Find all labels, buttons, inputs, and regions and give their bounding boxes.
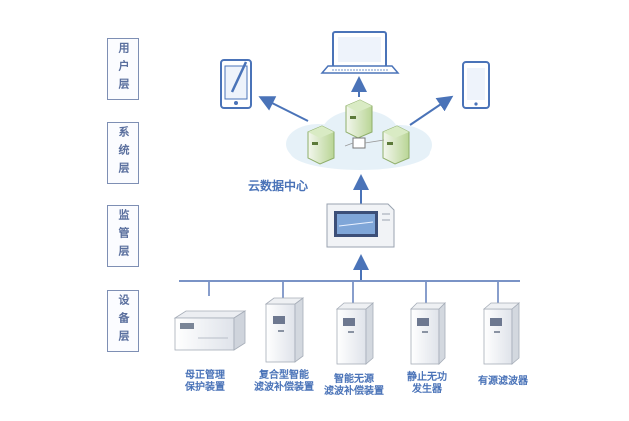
device-caption-line2: 保护装置 bbox=[185, 382, 225, 393]
active-filter-cabinet bbox=[482, 302, 521, 365]
device-caption-line2: 滤波补偿装置 bbox=[324, 386, 384, 397]
device-caption-line1: 母正管理 bbox=[185, 370, 225, 381]
server-icon bbox=[382, 125, 410, 165]
arrow-to-phone bbox=[409, 95, 454, 126]
desktop-monitor-icon bbox=[320, 31, 400, 74]
device-caption: 静止无功 发生器 bbox=[392, 372, 462, 396]
svg-generator-cabinet bbox=[410, 302, 446, 365]
device-caption: 复合型智能 滤波补偿装置 bbox=[242, 370, 326, 394]
passive-filter-cabinet bbox=[335, 302, 375, 365]
device-caption: 智能无源 滤波补偿装置 bbox=[312, 374, 396, 398]
smartphone-icon bbox=[462, 61, 490, 109]
tablet-icon bbox=[220, 59, 252, 109]
layer-label-user: 用户层 bbox=[107, 38, 139, 100]
device-caption: 母正管理 保护装置 bbox=[165, 370, 245, 394]
layer-label-system: 系统层 bbox=[107, 122, 139, 184]
server-icon bbox=[345, 99, 373, 139]
layer-label-device: 设备层 bbox=[107, 290, 139, 352]
monitoring-unit-icon bbox=[326, 203, 395, 248]
layer-label-monitor: 监管层 bbox=[107, 205, 139, 267]
server-icon bbox=[307, 125, 335, 165]
busbar-protection-device bbox=[173, 310, 247, 351]
device-caption-line2: 滤波补偿装置 bbox=[254, 382, 314, 393]
arrow-to-tablet bbox=[258, 96, 309, 122]
hybrid-filter-cabinet bbox=[264, 297, 305, 363]
device-caption-line1: 有源滤波器 bbox=[478, 376, 528, 387]
device-caption-line2: 发生器 bbox=[412, 384, 442, 395]
device-caption-line1: 静止无功 bbox=[407, 372, 447, 383]
network-hub-icon bbox=[344, 137, 385, 149]
device-caption-line1: 智能无源 bbox=[334, 374, 374, 385]
cloud-data-center-label: 云数据中心 bbox=[248, 179, 309, 193]
device-caption-line1: 复合型智能 bbox=[259, 370, 309, 381]
device-caption: 有源滤波器 bbox=[468, 376, 538, 388]
